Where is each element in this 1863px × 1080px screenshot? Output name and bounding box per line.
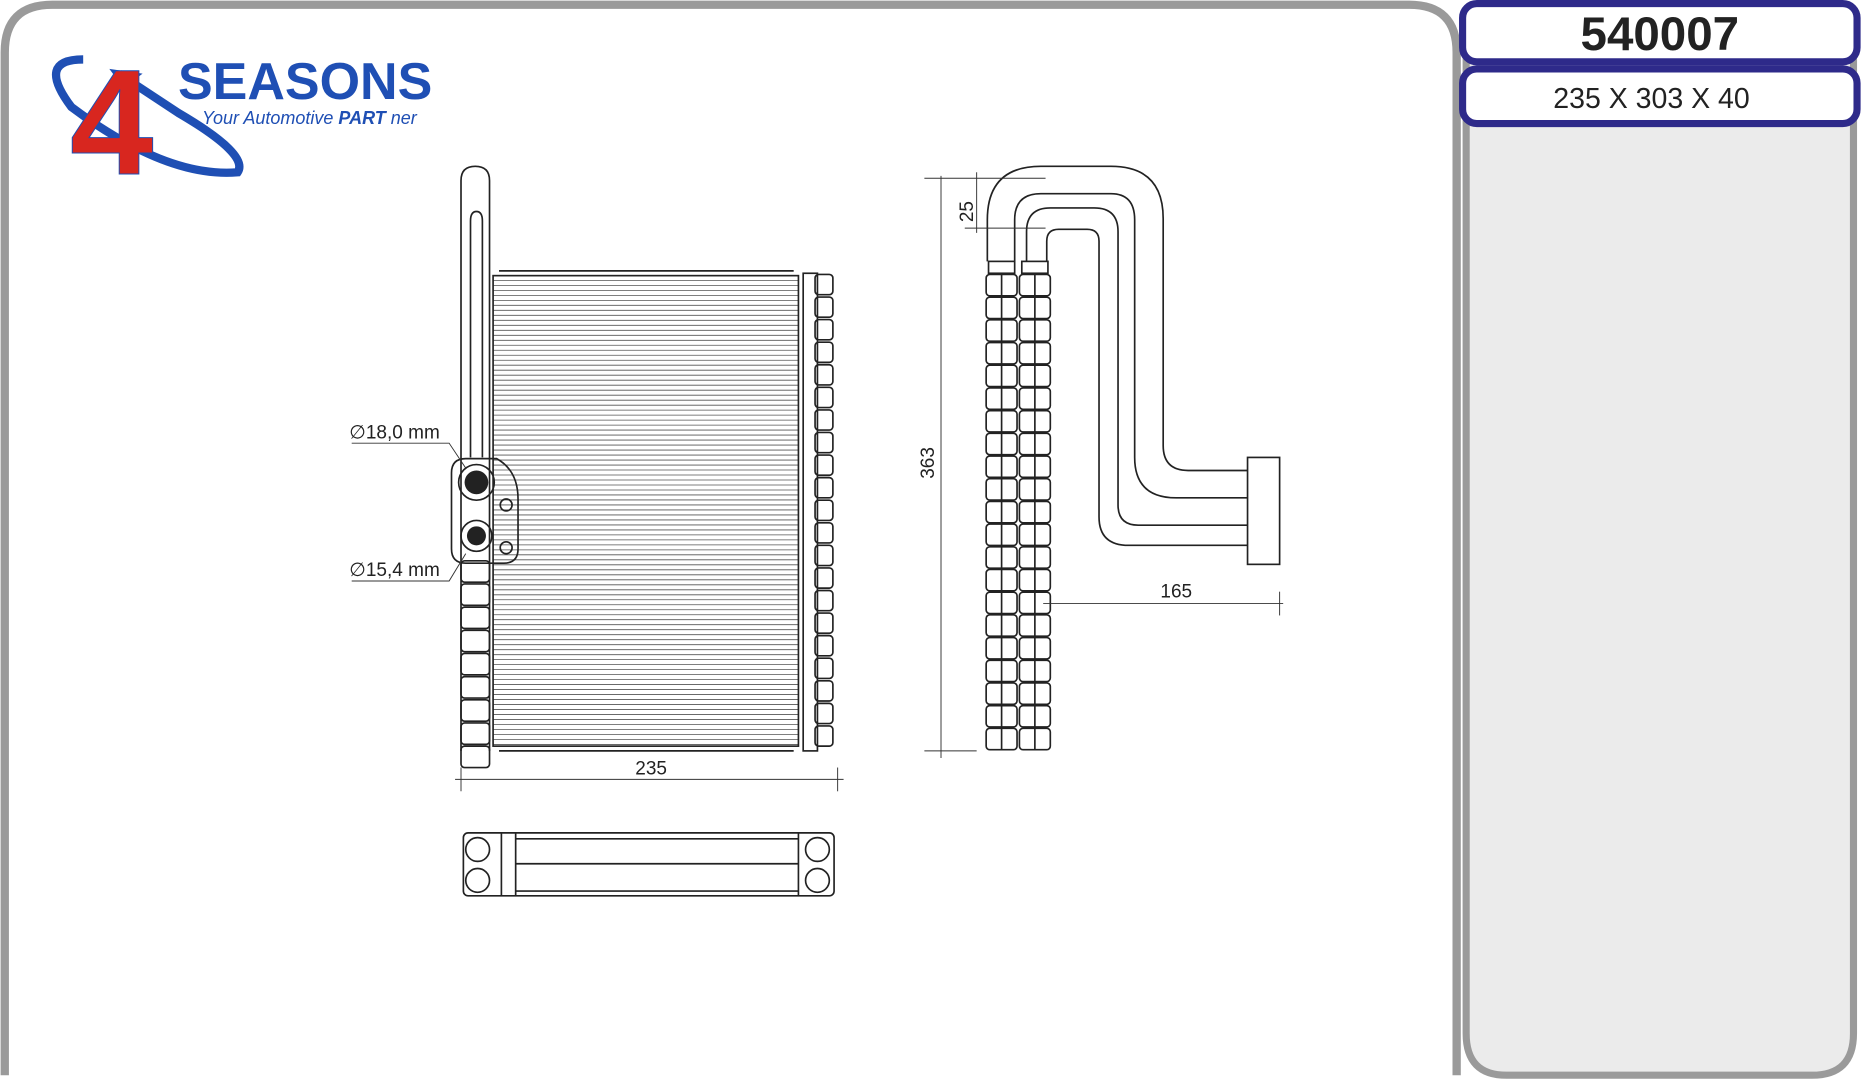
connector-flange [450, 457, 519, 564]
evaporator-fins [493, 279, 799, 745]
tagline-prefix: Your Automotive [202, 108, 339, 128]
front-view: ∅18,0 mm ∅15,4 mm 235 [349, 165, 844, 792]
tank-segment [460, 675, 491, 699]
tank-segment [814, 521, 834, 544]
tank-segment [460, 629, 491, 653]
pipe-inner [1025, 207, 1248, 526]
tagline-suffix: ner [385, 108, 417, 128]
tank-segment [460, 698, 491, 723]
tank-segment [814, 634, 834, 657]
side-view: 25 363 165 [918, 165, 1284, 759]
width-dimension: 235 [635, 759, 667, 780]
tank-segment [814, 612, 834, 635]
logo-name: SEASONS [178, 53, 433, 111]
logo-swoosh [51, 55, 244, 177]
inlet-tube [460, 165, 491, 751]
tank-segment [814, 273, 834, 296]
tank-segment [814, 454, 834, 477]
tank-segment [814, 702, 834, 725]
info-panel [1462, 43, 1858, 1079]
outlet-diameter-label: ∅15,4 mm [349, 560, 439, 581]
tank-segment [460, 583, 491, 607]
inlet-diameter-label: ∅18,0 mm [349, 422, 439, 443]
brand-logo-swoosh [51, 55, 244, 177]
offset-dimension: 25 [957, 201, 978, 222]
tank-segment [814, 318, 834, 341]
tank-segment [814, 657, 834, 680]
tank-segment [814, 341, 834, 364]
tank-segment [814, 296, 834, 319]
logo-arrowhead [109, 68, 143, 88]
tank-segment [814, 409, 834, 431]
tagline-bold: PART [338, 108, 386, 128]
logo-tagline: Your Automotive PART ner [202, 108, 417, 128]
tank-segment [814, 499, 834, 522]
pipe-outer [986, 165, 1248, 472]
logo-numeral: 4 [70, 52, 154, 192]
tank-segment [460, 722, 491, 746]
tank-segment [814, 431, 834, 454]
part-dimensions: 235 X 303 X 40 [1553, 83, 1750, 115]
left-tank-segments [460, 559, 491, 769]
tank-segment [814, 476, 834, 499]
tank-segment [460, 559, 491, 584]
tank-segment [460, 606, 491, 630]
tank-segment [814, 679, 834, 702]
part-number: 540007 [1581, 8, 1740, 61]
tank-segment [814, 544, 834, 567]
tank-segment [814, 567, 834, 589]
height-dimension: 363 [918, 447, 939, 479]
dimensions-box [1459, 65, 1861, 128]
reach-dimension: 165 [1160, 582, 1192, 603]
tank-segment [814, 386, 834, 409]
core-segments [985, 273, 1052, 751]
bottom-view [462, 832, 835, 897]
tank-segment [814, 589, 834, 612]
pipe-flange [1246, 456, 1281, 566]
tank-segment [814, 363, 834, 386]
tank-segment [814, 725, 834, 747]
right-tank-segments [814, 273, 834, 747]
part-number-box [1459, 0, 1861, 66]
tank-segment [460, 745, 491, 769]
tank-segment [460, 652, 491, 676]
